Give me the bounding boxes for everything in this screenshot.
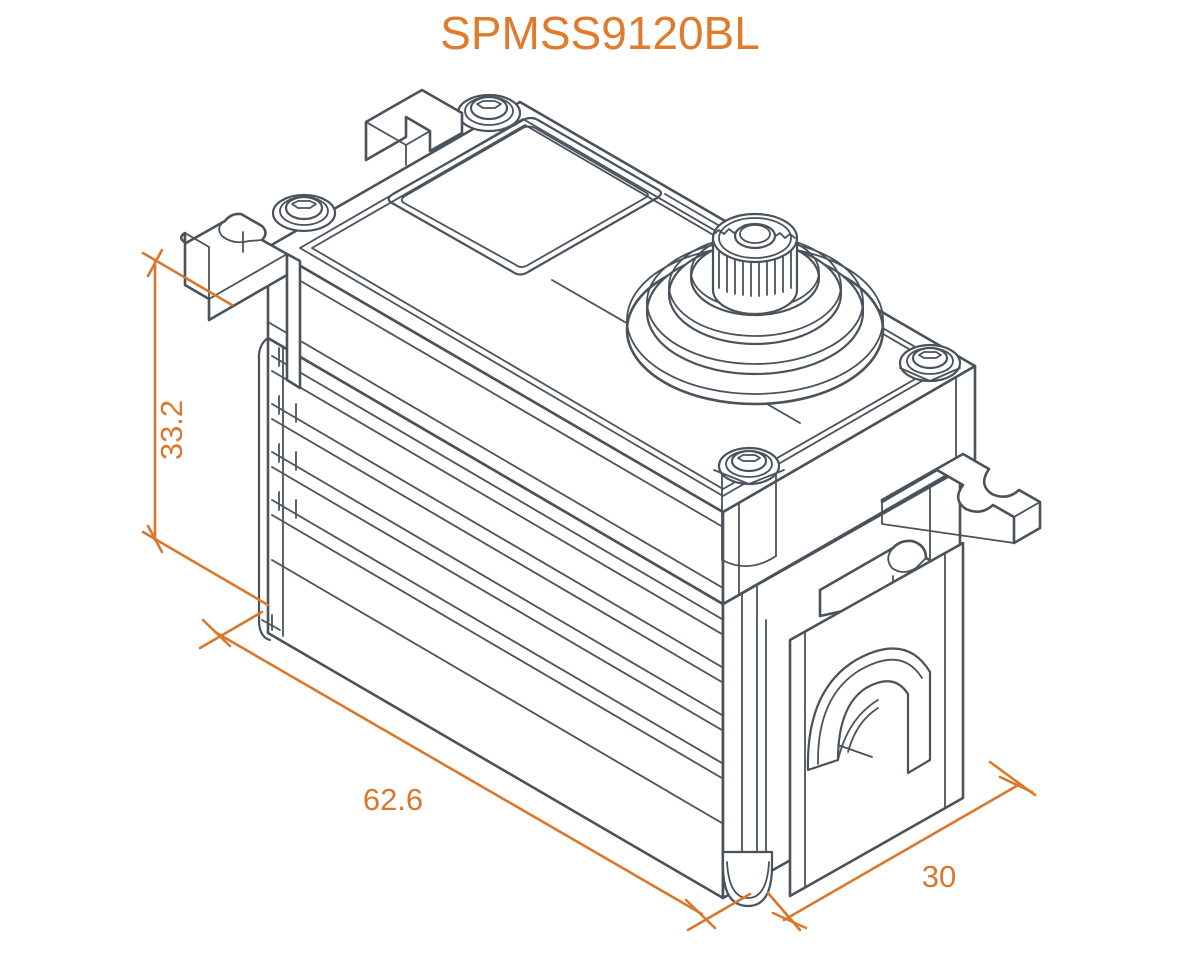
dimension-depth-label: 30 [922, 859, 956, 894]
dimension-depth: 30 [766, 760, 1037, 932]
label-panel [387, 116, 663, 276]
mount-screw-center-lower [713, 446, 785, 567]
dimension-length: 62.6 [198, 610, 752, 932]
dimension-length-label: 62.6 [363, 782, 423, 817]
dimension-height: 33.2 [141, 248, 270, 607]
gearbox-upper-case [266, 100, 977, 606]
mount-tab-front-left [179, 212, 302, 390]
rear-wire-exit [788, 541, 965, 898]
output-shaft-assembly [625, 212, 885, 406]
mount-tab-rear-left [364, 88, 464, 166]
mount-screw-rear-top [456, 93, 522, 133]
mount-screw-front-top [271, 193, 337, 233]
case-left-side-face [257, 336, 728, 900]
case-lower-seams [722, 603, 767, 899]
servo-body-group [179, 88, 1042, 908]
mount-screw-right-upper [898, 343, 962, 383]
page-title: SPMSS9120BL [440, 7, 760, 59]
dimension-height-label: 33.2 [154, 400, 189, 460]
bottom-foot [721, 850, 774, 908]
mount-ear-upper-right [880, 452, 1042, 545]
heat-sink-fins [271, 355, 728, 827]
